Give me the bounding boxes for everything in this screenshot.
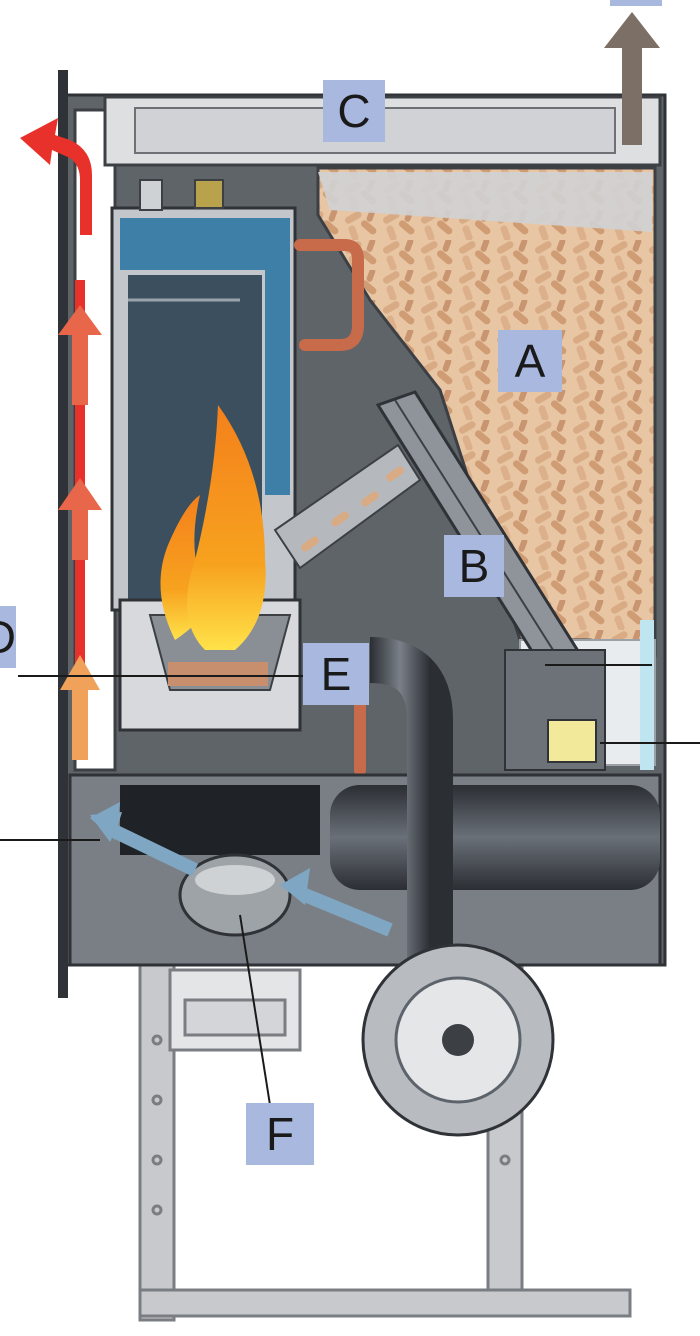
label-d: D	[0, 606, 16, 668]
label-e: E	[303, 643, 369, 705]
label-f: F	[246, 1103, 314, 1165]
burner	[118, 598, 302, 732]
label-a: A	[498, 330, 562, 392]
label-b: B	[444, 535, 504, 597]
leader-lines	[0, 664, 700, 1106]
blower-assembly	[68, 637, 662, 1137]
hot-air-arrows	[20, 118, 102, 760]
exhaust-arrow	[604, 0, 662, 145]
feed-chute	[273, 443, 422, 570]
label-c: C	[323, 80, 385, 142]
cold-air-arrows	[90, 802, 393, 937]
front-panel	[58, 70, 68, 998]
flame-icon	[160, 405, 266, 650]
